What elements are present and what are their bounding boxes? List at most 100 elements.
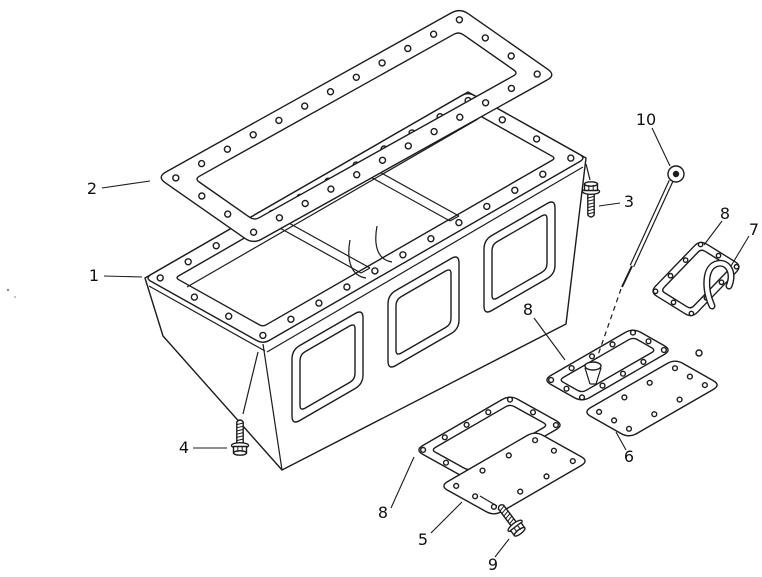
hex-facet-line <box>513 528 518 533</box>
flange-lip-front <box>266 166 584 353</box>
callout-label-5: 5 <box>418 530 428 549</box>
interior-tube-curve <box>348 239 367 279</box>
bolt-hole <box>640 358 647 366</box>
bolt-hole <box>718 279 725 286</box>
thread-line <box>503 510 509 517</box>
bolt-hole <box>212 241 220 250</box>
bolt-hole <box>697 241 704 248</box>
baffle-cap <box>449 215 460 222</box>
bolt-hole <box>563 385 570 392</box>
thread-line <box>587 211 595 215</box>
bolt-hole <box>609 341 616 348</box>
callout-label-7: 7 <box>749 220 759 239</box>
bolt-hole <box>326 87 335 96</box>
bolt-hole <box>441 434 448 441</box>
bolt-hole <box>172 174 180 182</box>
callout-label-3: 3 <box>624 192 634 211</box>
bolt-hole <box>539 170 547 178</box>
oil-pan-body <box>144 91 587 471</box>
bolt-hole <box>378 59 386 67</box>
leader-line <box>703 220 723 246</box>
baffle-line <box>366 164 460 217</box>
funnel-side <box>595 367 602 385</box>
thread-line <box>236 425 244 429</box>
flange-lip-left <box>148 285 266 352</box>
bolt-hole <box>506 396 514 403</box>
thread-line <box>587 202 595 205</box>
window-inner-frame <box>491 214 548 300</box>
bolt-shaft <box>587 192 595 218</box>
bolt-hole <box>667 272 674 279</box>
bolt-hole <box>498 116 506 124</box>
artifact-dot <box>14 296 16 298</box>
thread-line <box>236 428 244 432</box>
dipstick-tip <box>621 265 633 288</box>
leader-lines-layer <box>101 127 750 558</box>
interior-tube-curve <box>375 225 393 263</box>
baffle-line <box>277 216 371 269</box>
pan-gasket-outline <box>160 9 553 243</box>
bolt-hole <box>249 228 258 236</box>
bolt-hole <box>550 447 558 454</box>
pan-rim-flange-outline <box>147 93 584 343</box>
thread-line <box>587 195 595 199</box>
bolt-axis-line <box>479 495 498 507</box>
bolt-hole <box>543 473 550 480</box>
leader-line <box>598 202 621 207</box>
bolt-hole <box>652 288 659 295</box>
side-gasket-upper-outline <box>652 241 740 317</box>
hex-facet-line <box>517 525 522 530</box>
bolt-hole <box>275 116 283 125</box>
oil-funnel <box>584 361 602 385</box>
leader-line <box>615 431 627 451</box>
window-inner-frame <box>395 269 452 355</box>
callout-label-8c: 8 <box>378 503 388 522</box>
cover-plate-5-outline <box>443 432 586 515</box>
bolt-hole <box>507 84 516 93</box>
thread-line <box>499 505 505 512</box>
bolt-hole <box>184 258 192 266</box>
bolt-hole <box>479 467 486 474</box>
window-opening-3 <box>483 201 556 313</box>
cover-plate-5 <box>443 432 586 515</box>
bolt-hole <box>485 409 492 416</box>
bolt-hole <box>625 425 633 432</box>
bolt-9 <box>497 504 526 537</box>
thread-line <box>509 518 515 525</box>
bolt-hole <box>481 99 490 107</box>
thread-line <box>236 422 244 426</box>
baffle-line <box>357 169 451 222</box>
bolt-hole <box>547 376 555 384</box>
bolt-axis-line <box>585 163 591 181</box>
window-opening-1 <box>291 311 364 423</box>
bolt-hole <box>275 214 284 222</box>
callout-label-10: 10 <box>636 110 656 129</box>
thread-line <box>507 515 513 522</box>
bolt-hole <box>427 234 435 243</box>
bolt-hole <box>552 422 560 429</box>
window-inner-frame <box>299 324 356 410</box>
bolt-hole <box>701 382 709 389</box>
callout-label-4: 4 <box>179 438 189 457</box>
bolt-head-top <box>583 181 599 187</box>
bolt-hole <box>420 446 427 454</box>
callout-label-1: 1 <box>89 266 99 285</box>
bolt-hole <box>481 34 489 42</box>
bolt-hole <box>371 267 379 275</box>
bolt-hole <box>610 417 618 424</box>
baffle-cap <box>360 267 371 274</box>
callout-label-8a: 8 <box>720 204 730 223</box>
pan-interior <box>186 118 479 288</box>
bolt-hole <box>578 394 586 401</box>
bolt-hole <box>378 156 387 165</box>
thread-line <box>587 205 595 209</box>
bolt-hole <box>733 263 740 270</box>
funnel-mouth <box>584 361 602 371</box>
bolt-hole <box>682 257 689 263</box>
bolt-hole <box>301 102 309 110</box>
leader-line <box>533 317 566 361</box>
cover-plate-6 <box>586 360 718 437</box>
bolt-hole <box>671 365 679 372</box>
